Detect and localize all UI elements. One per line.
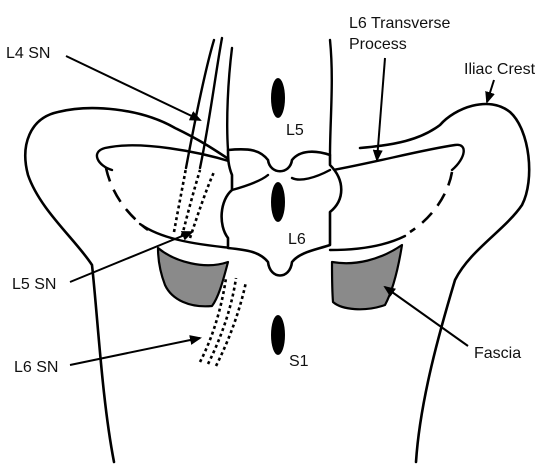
fascia-label: Fascia xyxy=(474,345,521,362)
l6-label: L6 xyxy=(288,231,306,248)
l6-nerve-dotted-c xyxy=(216,282,246,366)
s1-marker xyxy=(271,315,285,355)
iliac-crest-arrow xyxy=(487,80,494,102)
iliac-crest-label: Iliac Crest xyxy=(464,61,536,78)
l5-label: L5 xyxy=(286,122,304,139)
l6-marker xyxy=(271,182,285,222)
l5-sn-label: L5 SN xyxy=(12,276,56,293)
l4-sn-label: L4 SN xyxy=(6,45,50,62)
l5-marker xyxy=(271,78,285,118)
l6-transverse-label-line1: L6 Transverse xyxy=(349,15,450,32)
right-upper-pillar xyxy=(330,40,332,155)
l6-sn-label: L6 SN xyxy=(14,359,58,376)
s1-label: S1 xyxy=(289,353,309,370)
l6-transverse-label-line2: Process xyxy=(349,36,407,53)
left-upper-pillar xyxy=(227,48,232,150)
